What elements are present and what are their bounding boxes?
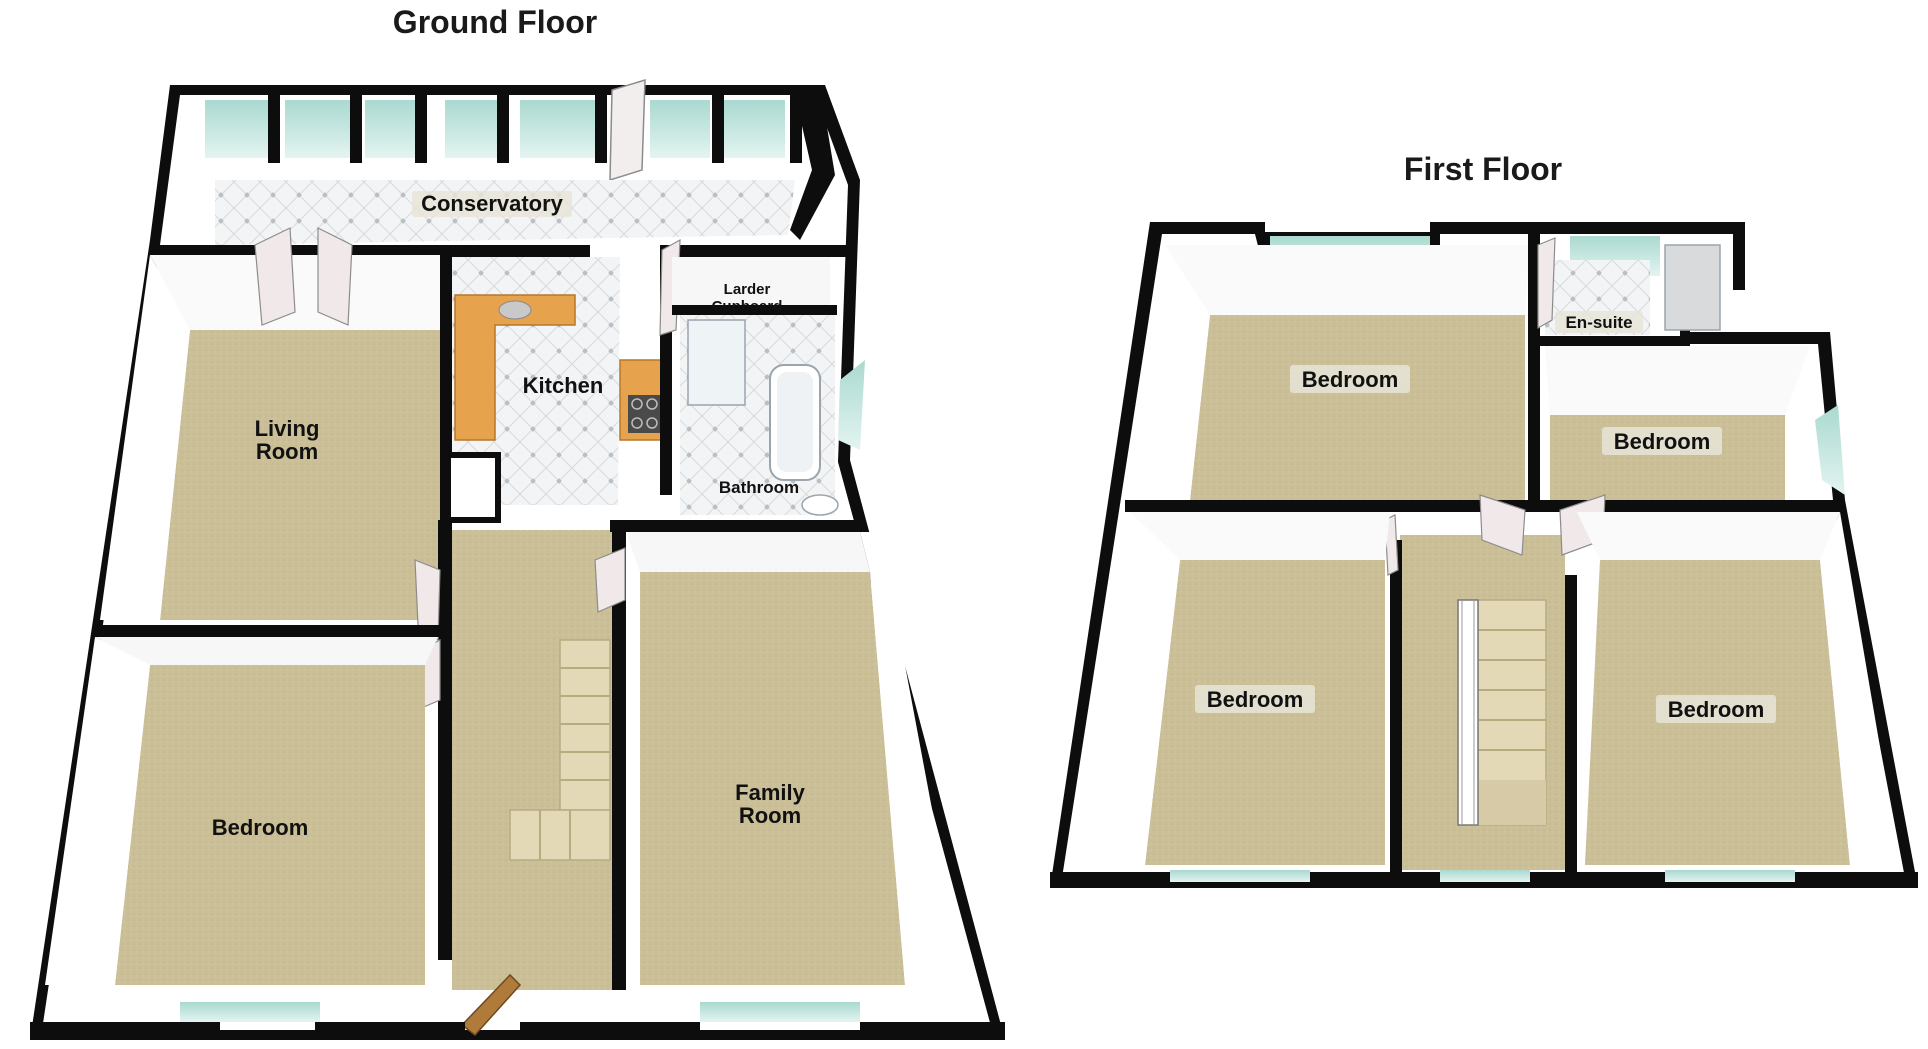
first-bedroom-1-floor bbox=[1190, 315, 1525, 500]
first-bedroom-4-wall-right bbox=[1820, 512, 1900, 865]
first-bedroom-1-wall-back bbox=[1165, 245, 1530, 315]
larder-label-line-2: Cupboard bbox=[712, 298, 783, 315]
living-room-floor bbox=[160, 330, 440, 620]
ground-floor: Ground Floor Conservatory Larder Cupboar… bbox=[30, 4, 1005, 1040]
front-door[interactable] bbox=[460, 973, 522, 1037]
first-bedroom-4-label-bg bbox=[1656, 695, 1776, 723]
ground-wall-bottom-right bbox=[520, 1022, 700, 1040]
kitchen-label: Kitchen bbox=[523, 373, 604, 398]
ground-bedroom-wall-left bbox=[45, 637, 150, 985]
conservatory-window-5 bbox=[520, 100, 600, 158]
kitchen-hob-rings bbox=[631, 398, 658, 429]
first-bedroom-4-label: Bedroom bbox=[1668, 697, 1765, 722]
en-suite-shower bbox=[1664, 244, 1721, 331]
first-wall-b1-right bbox=[1528, 232, 1540, 512]
first-bedroom-2-label: Bedroom bbox=[1614, 429, 1711, 454]
ground-bedroom-window bbox=[180, 1002, 320, 1022]
conservatory-window-6 bbox=[650, 100, 710, 158]
conservatory-door[interactable] bbox=[609, 78, 646, 182]
living-room-label-line-1: Living bbox=[255, 416, 320, 441]
first-bedroom-4-wall-back bbox=[1577, 512, 1840, 560]
conservatory-window-7 bbox=[720, 100, 785, 158]
first-wall-landing-right bbox=[1565, 575, 1577, 878]
hall-door-living[interactable] bbox=[414, 559, 441, 642]
first-bottom-window-1 bbox=[1170, 870, 1310, 882]
kitchen-cupboard-small bbox=[445, 452, 501, 523]
conservatory-window-3 bbox=[365, 100, 420, 158]
first-bedroom-3-label: Bedroom bbox=[1207, 687, 1304, 712]
family-room-floor bbox=[640, 572, 905, 985]
bathroom-basin bbox=[801, 494, 839, 516]
ground-floor-title: Ground Floor bbox=[393, 4, 597, 40]
first-floor-title: First Floor bbox=[1404, 151, 1562, 187]
ground-bedroom-floor bbox=[115, 665, 425, 985]
first-bottom-window-3 bbox=[1665, 870, 1795, 882]
first-wall-bottom-2 bbox=[1310, 872, 1440, 888]
first-bottom-window-2 bbox=[1440, 870, 1530, 882]
landing-door-1[interactable] bbox=[1479, 494, 1526, 556]
ground-bedroom-wall-back bbox=[95, 637, 438, 665]
first-bedroom-3-wall-left bbox=[1075, 512, 1180, 865]
living-room-door-left[interactable] bbox=[254, 227, 296, 326]
conservatory-label-bg bbox=[412, 191, 572, 217]
ground-staircase bbox=[509, 639, 611, 861]
bathroom-bath-inner bbox=[777, 372, 813, 472]
first-wall-bottom-3 bbox=[1530, 872, 1665, 888]
first-bedroom-2-wall-back bbox=[1545, 346, 1810, 415]
ground-wall-bottom-far bbox=[860, 1022, 1005, 1040]
bathroom-shower bbox=[687, 319, 746, 406]
first-wall-bottom-1 bbox=[1050, 872, 1170, 888]
conservatory-side-wall bbox=[790, 85, 835, 240]
first-bedroom-2-window bbox=[1815, 405, 1845, 495]
ground-wall-bottom-mid bbox=[315, 1022, 465, 1040]
ground-bedroom-label: Bedroom bbox=[212, 815, 309, 840]
family-room-label-line-1: Family bbox=[735, 780, 805, 805]
family-room-label-line-2: Room bbox=[739, 803, 801, 828]
conservatory-window-1 bbox=[205, 100, 275, 158]
ground-wall-row-3 bbox=[610, 520, 860, 532]
kitchen-worktop-back bbox=[454, 294, 576, 441]
en-suite-door[interactable] bbox=[1537, 237, 1556, 330]
family-room-window bbox=[700, 1002, 860, 1022]
ground-wall-row-1c bbox=[660, 245, 850, 257]
larder-floor bbox=[672, 257, 830, 310]
first-wall-ensuite-bottom bbox=[1540, 336, 1690, 346]
bathroom-label: Bathroom bbox=[719, 478, 799, 497]
first-bedroom-2-label-bg bbox=[1602, 427, 1722, 455]
ground-wall-bottom-left bbox=[30, 1022, 220, 1040]
hall-door-family[interactable] bbox=[594, 547, 626, 613]
ground-wall-hall-right bbox=[612, 520, 626, 990]
living-room-wall-left bbox=[100, 255, 190, 620]
first-bedroom-3-label-bg bbox=[1195, 685, 1315, 713]
first-bedroom-1-label-bg bbox=[1290, 365, 1410, 393]
landing-door-4[interactable] bbox=[1384, 514, 1399, 576]
living-room-wall-back bbox=[150, 255, 445, 330]
conservatory-label: Conservatory bbox=[421, 191, 564, 216]
larder-label-line-1: Larder bbox=[724, 281, 771, 298]
first-wall-bottom-4 bbox=[1795, 872, 1918, 888]
first-bedroom-3-wall-back bbox=[1130, 512, 1390, 560]
conservatory-window-4 bbox=[445, 100, 500, 158]
family-room-wall-back bbox=[626, 532, 870, 572]
first-staircase bbox=[1457, 599, 1547, 826]
family-room-wall-right bbox=[860, 532, 965, 985]
first-bedroom-1-label: Bedroom bbox=[1302, 367, 1399, 392]
conservatory-mullions bbox=[268, 85, 802, 163]
conservatory-window-2 bbox=[285, 100, 355, 158]
ground-wall-row-1 bbox=[150, 245, 470, 257]
kitchen-sink bbox=[498, 300, 532, 320]
first-floor: First Floor En-suite Bedroom Bedroom Bed… bbox=[1050, 151, 1918, 888]
living-room-door-right[interactable] bbox=[317, 227, 353, 326]
en-suite-label: En-suite bbox=[1565, 313, 1632, 332]
living-room-label-line-2: Room bbox=[256, 439, 318, 464]
first-wall-landing-left bbox=[1390, 540, 1402, 878]
en-suite-label-bg bbox=[1555, 311, 1643, 333]
larder-bottom-wall bbox=[672, 305, 837, 315]
first-bedroom-1-wall-left bbox=[1130, 245, 1210, 500]
bathroom-window bbox=[838, 360, 865, 450]
ground-wall-row-2 bbox=[95, 625, 445, 637]
ground-wall-row-1b bbox=[445, 245, 590, 257]
